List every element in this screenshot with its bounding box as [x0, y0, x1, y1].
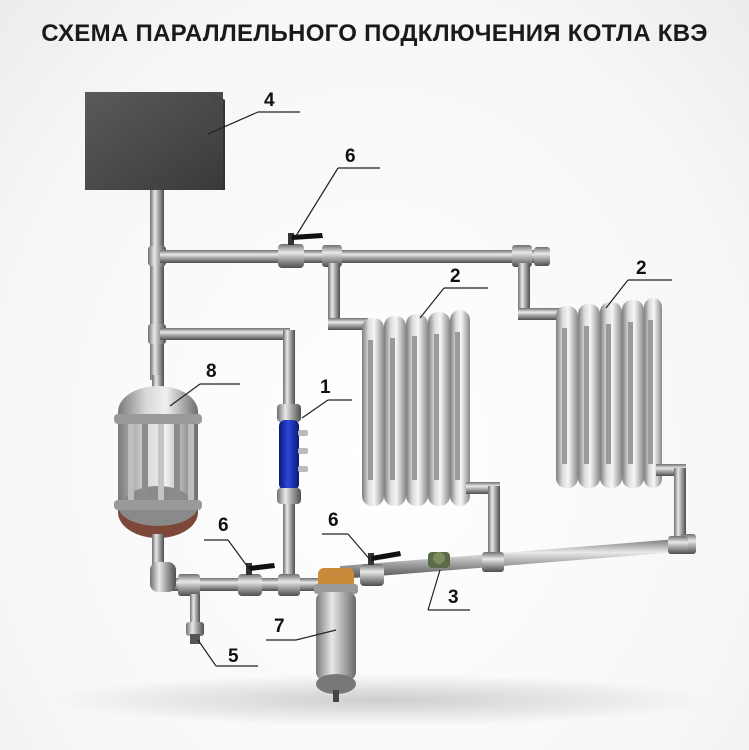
- callout-6-right-label: 6: [328, 510, 339, 531]
- radiator1-supply-elbow: [328, 318, 368, 330]
- callout-3-label: 3: [448, 587, 459, 608]
- callout-5-label: 5: [228, 646, 239, 667]
- radiator-2: [556, 298, 662, 488]
- heating-element-1: [277, 396, 308, 576]
- callout-8-label: 8: [206, 361, 217, 382]
- drain-valve-5: [186, 594, 204, 644]
- supply-pipe-cap: [534, 247, 550, 266]
- callout-6-left: 6: [204, 515, 251, 571]
- diagram-title: СХЕМА ПАРАЛЛЕЛЬНОГО ПОДКЛЮЧЕНИЯ КОТЛА КВ…: [41, 20, 708, 47]
- expansion-tank: [85, 92, 225, 190]
- bypass-vertical-pipe: [283, 330, 295, 408]
- return-tee-1: [482, 552, 504, 572]
- return-tee-2: [668, 536, 688, 554]
- riser-pipe: [150, 190, 164, 380]
- callout-6-top: 6: [295, 146, 380, 237]
- return-elbow: [150, 562, 176, 592]
- callout-2-left: 2: [419, 266, 488, 319]
- callout-3: 3: [427, 569, 470, 611]
- callout-7-label: 7: [274, 616, 285, 637]
- supply-pipe: [160, 250, 545, 263]
- ball-valve-return-right: [360, 551, 401, 586]
- return-coupling: [178, 574, 200, 596]
- radiator2-supply-drop: [518, 263, 530, 315]
- callout-1-label: 1: [320, 377, 331, 398]
- callout-2-right-label: 2: [636, 258, 647, 279]
- callout-4-label: 4: [264, 90, 275, 111]
- supply-tee-1: [322, 245, 342, 267]
- callout-4: 4: [207, 90, 300, 135]
- callout-1: 1: [301, 377, 352, 419]
- callout-6-left-label: 6: [218, 515, 229, 536]
- radiator1-return-drop: [488, 486, 500, 560]
- return-tee-boiler: [278, 574, 300, 596]
- callout-2-left-label: 2: [450, 266, 461, 287]
- radiator2-return-drop: [674, 468, 686, 542]
- bypass-upper-pipe: [160, 328, 290, 340]
- radiator1-supply-drop: [328, 263, 340, 325]
- callout-7: 7: [266, 616, 337, 641]
- radiator2-supply-elbow: [518, 308, 562, 320]
- floor-shadow: [50, 674, 710, 726]
- boiler-kve: [114, 375, 202, 566]
- radiator-1: [362, 310, 470, 506]
- return-pipe-right: [340, 538, 690, 579]
- callout-2-right: 2: [605, 258, 672, 309]
- callout-5: 5: [197, 639, 258, 667]
- callout-6-right: 6: [322, 510, 373, 563]
- ball-valve-supply: [278, 233, 323, 268]
- supply-tee-2: [512, 245, 532, 267]
- callout-8: 8: [169, 361, 240, 407]
- mud-filter-7: [314, 568, 358, 702]
- check-valve-3: [428, 552, 450, 568]
- callout-6-top-label: 6: [345, 146, 356, 167]
